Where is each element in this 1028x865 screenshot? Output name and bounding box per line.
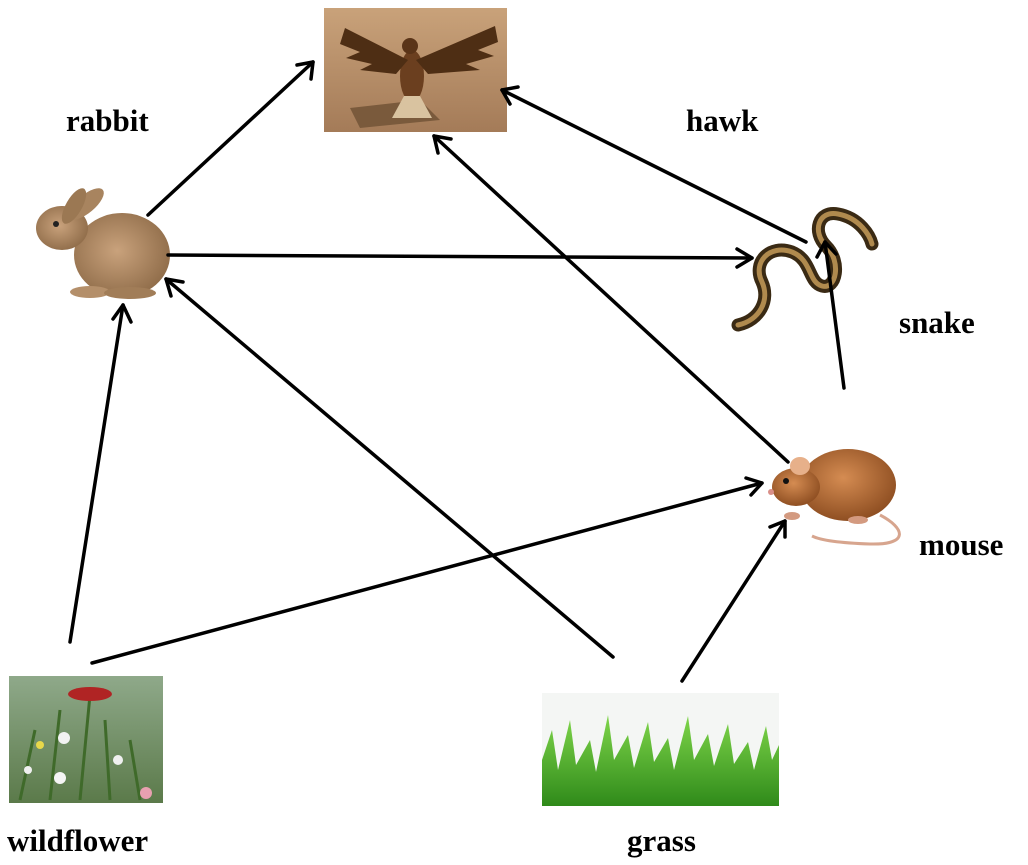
arrow-rabbit-to-hawk bbox=[148, 62, 313, 215]
grass-picture bbox=[542, 693, 779, 806]
label-snake: snake bbox=[899, 305, 975, 340]
arrow-mouse-to-hawk bbox=[434, 136, 788, 462]
label-rabbit: rabbit bbox=[66, 103, 149, 138]
rabbit-picture bbox=[36, 183, 170, 299]
label-grass: grass bbox=[627, 823, 696, 858]
label-wildflower: wildflower bbox=[7, 823, 148, 858]
wildflower-picture bbox=[9, 676, 163, 803]
arrow-grass-to-mouse bbox=[682, 521, 785, 681]
snake-picture bbox=[738, 214, 872, 325]
arrows-layer bbox=[70, 62, 844, 681]
arrow-grass-to-rabbit bbox=[166, 279, 613, 657]
label-hawk: hawk bbox=[686, 103, 759, 138]
arrow-snake-to-hawk bbox=[502, 87, 806, 242]
label-mouse: mouse bbox=[919, 527, 1003, 562]
hawk-picture bbox=[324, 8, 507, 132]
arrow-wildflower-to-mouse bbox=[92, 478, 762, 663]
arrow-rabbit-to-snake bbox=[168, 249, 752, 267]
arrow-wildflower-to-rabbit bbox=[70, 305, 131, 642]
